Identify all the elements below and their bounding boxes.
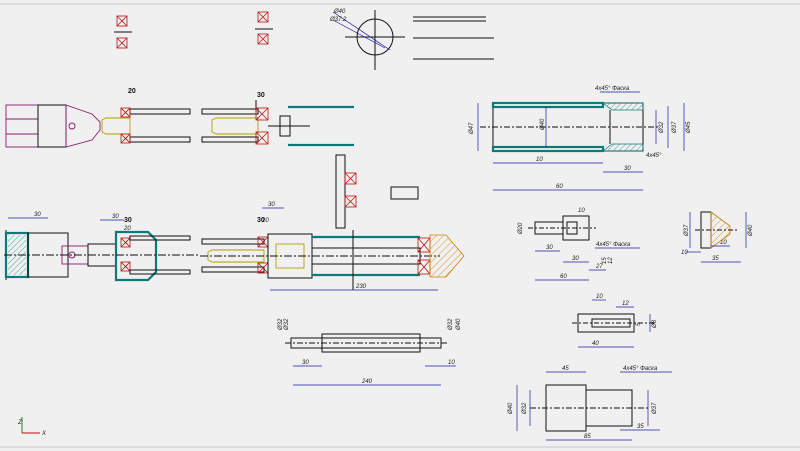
assembly-stage-3: 30 30 30 20 bbox=[4, 212, 200, 282]
assembly-stage-2: 30 bbox=[201, 92, 354, 147]
detail-b-dim-2: Ø40 bbox=[748, 224, 754, 237]
stage-4-dim-3: 230 bbox=[355, 284, 367, 290]
assembly-stage-4: 30 30 230 20 bbox=[200, 202, 465, 291]
bushing-dim-1: 45 bbox=[562, 366, 569, 372]
shaft-dim-5: Ø32 bbox=[284, 318, 290, 331]
stage-2-label: 30 bbox=[257, 92, 265, 99]
formula-marks bbox=[114, 11, 273, 49]
detail-b-dim-4: 10 bbox=[720, 240, 727, 246]
sleeve-dim-2: Ø40 bbox=[540, 118, 546, 131]
detail-a-dim-1: Ø20 bbox=[518, 222, 524, 235]
vertical-plate bbox=[335, 154, 419, 229]
detail-b-dim-1: Ø37 bbox=[684, 224, 690, 237]
sleeve-dim-7: Ø37 bbox=[672, 121, 678, 134]
pin-detail: 10 12 40 5 Ø8 bbox=[572, 294, 658, 348]
detail-a-dim-5: 60 bbox=[560, 274, 567, 280]
stage-3-dim-1: 30 bbox=[34, 212, 41, 218]
sleeve-dim-5: 30 bbox=[624, 166, 631, 172]
circle-label-2: Ø37.2 bbox=[329, 17, 347, 23]
bushing-detail: 45 Ø40 Ø32 Ø37 85 35 4x45° Фаска bbox=[508, 366, 672, 441]
axis-x-label: X bbox=[41, 431, 47, 437]
bushing-dim-3: Ø32 bbox=[522, 402, 528, 415]
detail-a-dim-2: 10 bbox=[578, 208, 585, 214]
stage-4-dim-2: 20 bbox=[261, 218, 269, 224]
stage-4-label: 30 bbox=[257, 217, 265, 224]
sleeve-detail: Ø47 Ø40 10 60 30 4x45° Фаска 4x45° Ø32 Ø… bbox=[469, 86, 692, 191]
shaft-detail: 30 240 10 Ø32 Ø32 Ø32 Ø40 bbox=[278, 318, 462, 386]
sleeve-dim-6: Ø32 bbox=[659, 121, 665, 134]
detail-a-dim-8: 12 bbox=[608, 257, 614, 264]
sleeve-chamfer: 4x45° Фаска bbox=[595, 86, 630, 92]
detail-a-dim-4: 30 bbox=[572, 256, 579, 262]
pin-dim-5: Ø8 bbox=[652, 319, 658, 329]
detail-a: Ø20 10 30 30 60 27 4x45° Фаска 15 12 bbox=[518, 208, 640, 281]
ucs-axis-icon: Z X bbox=[17, 417, 47, 437]
detail-b-dim-5: 35 bbox=[712, 256, 719, 262]
pin-dim-2: 12 bbox=[622, 301, 629, 307]
bushing-chamfer: 4x45° Фаска bbox=[623, 366, 658, 372]
detail-a-dim-7: 15 bbox=[602, 257, 608, 264]
stage-3-label: 30 bbox=[124, 217, 132, 224]
stage-3-dim-2: 30 bbox=[112, 214, 119, 220]
bushing-dim-6: 35 bbox=[637, 424, 644, 430]
bushing-dim-4: Ø37 bbox=[652, 402, 658, 415]
detail-a-dim-3: 30 bbox=[546, 245, 553, 251]
detail-a-chamfer: 4x45° Фаска bbox=[596, 242, 631, 248]
shaft-dim-4: Ø32 bbox=[278, 318, 284, 331]
bushing-dim-5: 85 bbox=[584, 434, 591, 440]
detail-a-dim-6: 27 bbox=[595, 264, 603, 270]
shaft-dim-7: Ø40 bbox=[456, 318, 462, 331]
sleeve-dim-8: Ø45 bbox=[686, 121, 692, 134]
assembly-stage-1: 20 bbox=[5, 88, 191, 148]
pin-dim-3: 40 bbox=[592, 341, 599, 347]
pin-dim-1: 10 bbox=[596, 294, 603, 300]
sleeve-dim-3: 10 bbox=[536, 157, 543, 163]
sleeve-chamfer-2: 4x45° bbox=[646, 153, 662, 159]
axis-z-label: Z bbox=[17, 420, 22, 426]
shaft-dim-2: 240 bbox=[361, 379, 373, 385]
stage-1-label: 20 bbox=[128, 88, 136, 95]
pin-dim-4: 5 bbox=[636, 322, 642, 326]
sleeve-dim-1: Ø47 bbox=[469, 122, 475, 135]
shaft-dim-6: Ø32 bbox=[448, 318, 454, 331]
sleeve-dim-4: 60 bbox=[556, 184, 563, 190]
circle-section-view: Ø40 Ø37.2 bbox=[329, 9, 494, 70]
shaft-dim-3: 10 bbox=[448, 360, 455, 366]
shaft-dim-1: 30 bbox=[302, 360, 309, 366]
stage-3-dim-3: 20 bbox=[123, 226, 131, 232]
detail-b: Ø37 Ø40 10 10 35 bbox=[681, 211, 754, 263]
bushing-dim-2: Ø40 bbox=[508, 402, 514, 415]
detail-b-dim-3: 10 bbox=[681, 250, 688, 256]
circle-label-1: Ø40 bbox=[333, 9, 346, 15]
stage-4-dim-1: 30 bbox=[268, 202, 275, 208]
